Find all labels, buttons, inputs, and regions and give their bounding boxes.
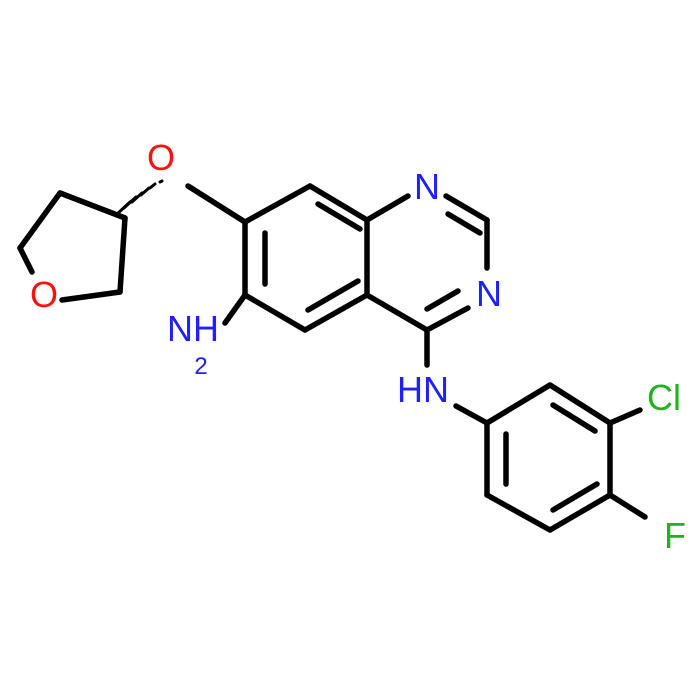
bond-c2-c1 [17,190,63,251]
bond-o-c4 [59,289,123,303]
atom-label-amine-nh: NH [167,308,219,349]
bond-ar4-ar5 [547,492,613,533]
bond-ar1-ar2 [484,382,553,426]
atom-label-fluorine: F [664,515,686,556]
phenyl-ring-bonds [484,382,648,533]
bond-n3-c4-inner [424,288,461,312]
atom-label-chlorine: Cl [647,377,681,418]
bond-c1-o [17,245,35,275]
bond-c5-c6 [242,292,308,333]
bond-ar2-ar3-inner [550,402,598,434]
atom-label-n3: N [476,273,502,314]
bond-nh-aryl [453,403,490,426]
bond-ar4-f [607,492,648,520]
hashed-wedge-bond [114,179,164,217]
atom-label-anilino-nh: HN [397,369,449,410]
bond-ar3-cl [607,407,643,426]
bond-c7-o [185,183,248,225]
pyrimidine-ring-bonds [364,193,490,333]
atom-labels: N N O O NH 2 HN Cl F [30,137,686,556]
bond-ar5-ar6 [484,492,553,533]
bond-n3-c4 [424,305,471,333]
bond-ar2-ar3 [547,382,613,426]
bond-c8a-n1 [364,193,411,223]
atom-label-amine-subscript: 2 [194,353,207,380]
bond-c7-c8 [242,183,313,225]
bond-c4a-c5 [302,292,370,333]
substituent-bonds [185,183,490,426]
atom-label-n1: N [414,166,440,207]
bond-c4-c4a [364,292,430,333]
bond-c8-c8a [307,183,370,223]
atom-label-ether-oxygen: O [147,137,175,178]
benzene-ring-bonds [242,183,370,333]
bond-c4-c3 [117,215,128,295]
bond-c4a-c5-inner [305,278,361,313]
atom-label-ring-oxygen: O [30,274,58,315]
bond-ar4-ar5-inner [550,481,600,513]
thf-ring-bonds [17,190,128,303]
bond-n1-c2 [443,193,490,223]
bond-c8-c8a-inner [315,201,363,232]
bond-c3-c2 [57,190,128,221]
bond-c6-n [222,292,248,326]
bond-n1-c2-inner [445,211,483,236]
